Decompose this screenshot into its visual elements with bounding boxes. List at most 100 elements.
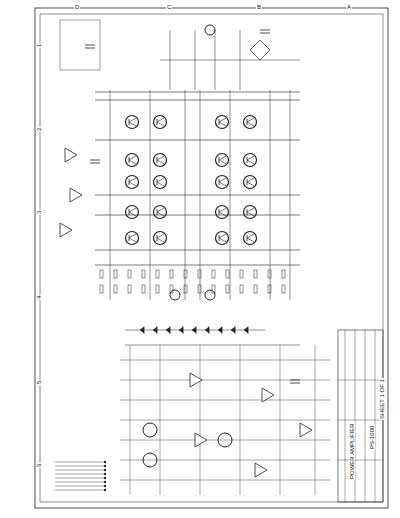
wire [90, 163, 100, 164]
transistor-symbol [154, 232, 167, 245]
wire [129, 234, 136, 238]
wire [200, 90, 201, 300]
transistor-symbol [216, 206, 229, 219]
resistor-symbol [156, 270, 159, 278]
resistor-symbol [226, 285, 229, 293]
resistor-symbol [156, 285, 159, 293]
grid-reference: C [166, 4, 172, 10]
wire [230, 90, 231, 300]
wire [338, 380, 383, 381]
transistor-symbol [244, 232, 257, 245]
wire [157, 122, 164, 126]
resistor-symbol [254, 285, 257, 293]
wire [95, 92, 300, 93]
wire [290, 380, 300, 381]
op-amp-symbol [60, 223, 72, 237]
wire [219, 118, 226, 122]
wire [185, 90, 186, 300]
connector-pin [104, 485, 106, 487]
wire [219, 234, 226, 238]
wire [55, 462, 105, 463]
wire [129, 182, 136, 186]
fan-symbol [205, 25, 215, 35]
wire [247, 182, 254, 186]
transistor-symbol [205, 290, 215, 300]
transistor-symbol [126, 232, 139, 245]
op-amp-symbol [300, 423, 312, 437]
wire [219, 182, 226, 186]
wire [157, 118, 164, 122]
transistor-symbol [154, 116, 167, 129]
wire [90, 160, 100, 161]
connector-pin [104, 477, 106, 479]
resistor-symbol [114, 270, 117, 278]
connector-pin [104, 473, 106, 475]
wire [219, 160, 226, 164]
transistor-symbol [154, 176, 167, 189]
wire [95, 100, 300, 101]
title-text: PS-1000 [369, 425, 375, 450]
transistor-symbol [244, 154, 257, 167]
op-amp-symbol [195, 433, 207, 447]
wire [85, 45, 95, 46]
wire [120, 380, 330, 381]
wire [247, 212, 254, 216]
grid-reference: 4 [36, 295, 42, 300]
wire [247, 208, 254, 212]
wire [247, 122, 254, 126]
wire [125, 345, 300, 346]
wire [160, 345, 161, 495]
resistor-symbol [170, 285, 173, 293]
transistor-symbol [216, 154, 229, 167]
wire [120, 460, 330, 461]
wire [95, 265, 300, 266]
grid-reference: 2 [36, 127, 42, 132]
op-amp-symbol [262, 388, 274, 402]
wire [260, 30, 270, 31]
resistor-symbol [100, 285, 103, 293]
wire [55, 466, 105, 467]
wire [120, 440, 330, 441]
wire [290, 383, 300, 384]
transistor-symbol [244, 176, 257, 189]
wire [129, 156, 136, 160]
wire [129, 178, 136, 182]
transistor-symbol [170, 290, 180, 300]
op-amp-symbol [65, 148, 77, 162]
connector-pin [104, 461, 106, 463]
wire [219, 238, 226, 242]
op-amp-symbol [70, 188, 82, 202]
wire [55, 482, 105, 483]
resistor-symbol [240, 285, 243, 293]
resistor-symbol [198, 270, 201, 278]
op-amp-symbol [190, 373, 202, 387]
wire [55, 486, 105, 487]
title-block [338, 330, 383, 502]
wire [270, 90, 271, 300]
transistor-symbol [126, 206, 139, 219]
resistor-symbol [184, 270, 187, 278]
wire [247, 160, 254, 164]
resistor-symbol [282, 285, 285, 293]
resistor-symbol [268, 270, 271, 278]
wire [338, 460, 383, 461]
wire [247, 156, 254, 160]
connector-pin [104, 469, 106, 471]
wire [157, 178, 164, 182]
transistor-symbol [216, 116, 229, 129]
wire [129, 238, 136, 242]
wire [150, 90, 151, 300]
resistor-symbol [142, 270, 145, 278]
grid-reference: D [74, 4, 80, 10]
connector-pin [104, 465, 106, 467]
wire [157, 160, 164, 164]
wire [247, 234, 254, 238]
resistor-symbol [142, 285, 145, 293]
transistor-symbol [126, 154, 139, 167]
wire [247, 238, 254, 242]
grid-reference: 3 [36, 210, 42, 215]
connector-pin [104, 489, 106, 491]
resistor-symbol [100, 270, 103, 278]
resistor-symbol [240, 270, 243, 278]
resistor-symbol [212, 285, 215, 293]
